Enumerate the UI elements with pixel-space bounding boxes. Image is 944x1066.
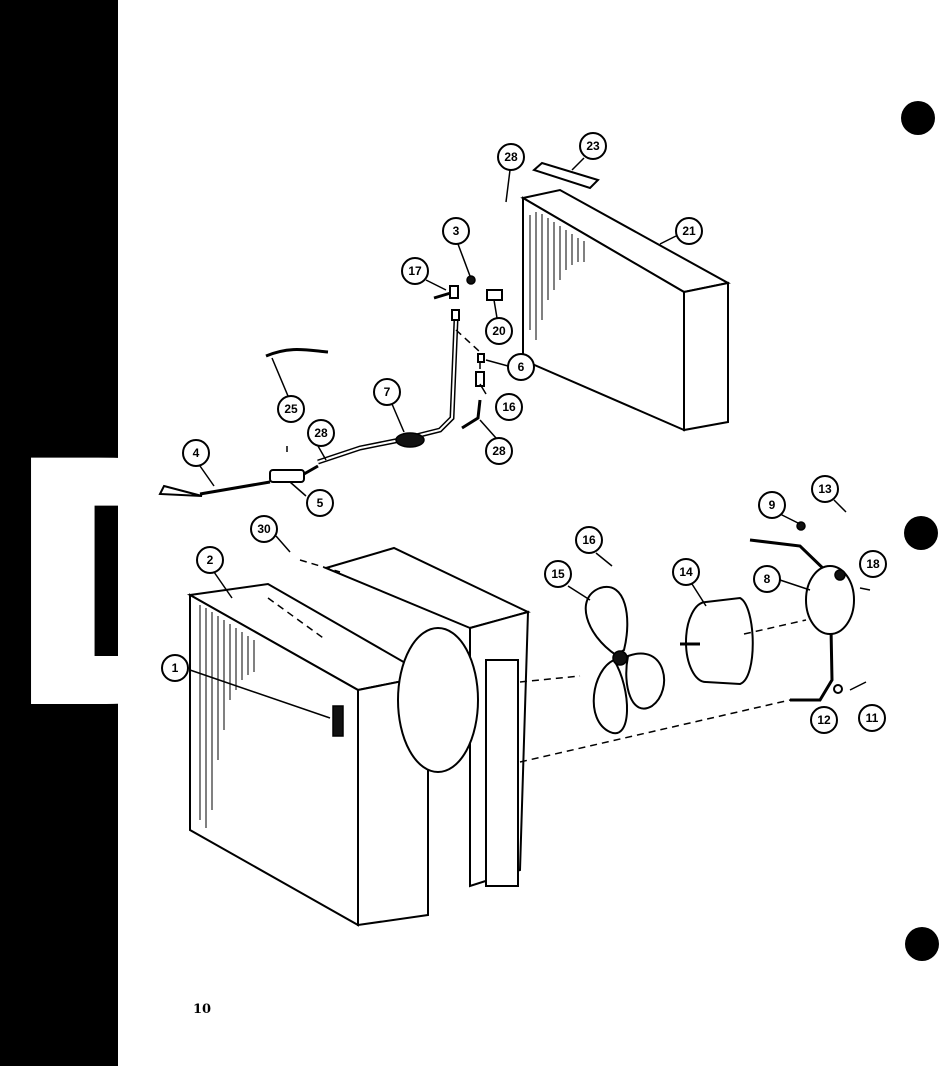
fan-shroud: [323, 546, 531, 888]
coil-cover: [532, 161, 600, 190]
svg-text:1: 1: [172, 661, 179, 675]
svg-text:28: 28: [492, 444, 506, 458]
condenser-coil: [520, 188, 731, 432]
svg-text:17: 17: [408, 264, 422, 278]
callout-12: 12: [810, 706, 838, 734]
svg-text:7: 7: [384, 385, 391, 399]
refrigerant-tubing: [317, 319, 485, 465]
service-valve: [433, 275, 503, 321]
svg-text:14: 14: [679, 565, 693, 579]
callout-28-middle: 28: [307, 419, 335, 461]
callout-25: 25: [271, 357, 305, 423]
callouts: 1 2 3 4 5 6 7 8: [161, 132, 887, 734]
svg-text:20: 20: [492, 324, 506, 338]
callout-6: 6: [485, 353, 535, 381]
binder-hole-bottom: [905, 927, 939, 961]
callout-1: 1: [161, 654, 331, 719]
callout-17: 17: [401, 257, 447, 291]
svg-text:28: 28: [504, 150, 518, 164]
svg-text:6: 6: [518, 360, 525, 374]
svg-text:3: 3: [453, 224, 460, 238]
motor-bracket: [749, 521, 871, 702]
svg-text:8: 8: [764, 572, 771, 586]
svg-text:16: 16: [582, 533, 596, 547]
fan-blade: [584, 585, 666, 735]
callout-30: 30: [250, 515, 291, 553]
binder-hole-middle: [904, 516, 938, 550]
cabinet-front: [186, 582, 431, 927]
svg-text:28: 28: [314, 426, 328, 440]
svg-text:9: 9: [769, 498, 776, 512]
svg-text:23: 23: [586, 139, 600, 153]
svg-text:25: 25: [284, 402, 298, 416]
callout-8: 8: [753, 565, 811, 593]
callout-16-upper: 16: [479, 383, 523, 421]
thermostat-bulb: [158, 446, 319, 497]
binder-hole-top: [901, 101, 935, 135]
svg-text:4: 4: [193, 446, 200, 460]
callout-28-top: 28: [497, 143, 525, 203]
wire-harness: [265, 348, 329, 358]
svg-text:16: 16: [502, 400, 516, 414]
svg-text:12: 12: [817, 713, 831, 727]
callout-3: 3: [442, 217, 471, 277]
callout-9: 9: [758, 491, 801, 525]
svg-text:15: 15: [551, 567, 565, 581]
callout-28-bottom: 28: [479, 419, 513, 465]
callout-18: 18: [859, 550, 887, 578]
callout-14: 14: [672, 558, 707, 607]
svg-text:18: 18: [866, 557, 880, 571]
svg-text:5: 5: [317, 496, 324, 510]
callout-11: 11: [858, 704, 886, 732]
svg-text:2: 2: [207, 553, 214, 567]
svg-text:30: 30: [257, 522, 271, 536]
callout-20: 20: [485, 299, 513, 345]
callout-2: 2: [196, 546, 233, 599]
svg-text:21: 21: [682, 224, 696, 238]
page-number: 10: [193, 1002, 212, 1017]
fan-motor: [680, 596, 754, 686]
callout-21: 21: [659, 217, 703, 245]
callout-4: 4: [182, 439, 215, 487]
callout-7: 7: [373, 378, 405, 433]
callout-13: 13: [811, 475, 847, 513]
callout-16-lower: 16: [575, 526, 613, 567]
callout-5: 5: [289, 481, 334, 517]
callout-15: 15: [544, 560, 591, 601]
svg-text:11: 11: [866, 711, 879, 725]
callout-23: 23: [571, 132, 607, 171]
svg-text:13: 13: [818, 482, 832, 496]
